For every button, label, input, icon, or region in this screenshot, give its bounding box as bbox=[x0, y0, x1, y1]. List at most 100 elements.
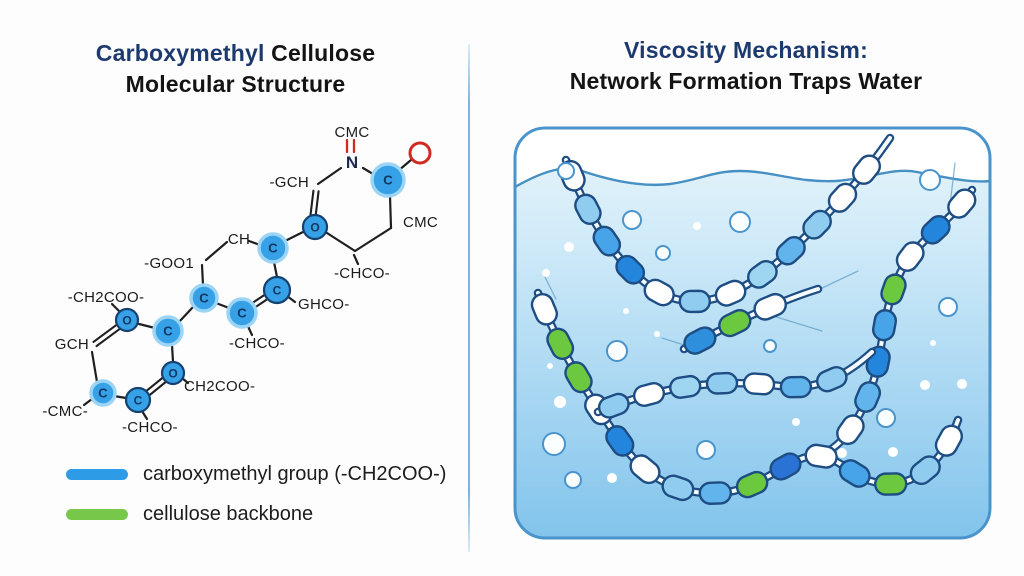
chain-capsule bbox=[683, 326, 717, 355]
atom-letter: C bbox=[268, 241, 278, 256]
chain-capsule-body bbox=[718, 308, 752, 338]
chain-capsule-body bbox=[530, 292, 559, 326]
bond-line bbox=[137, 322, 157, 330]
water-bubble bbox=[763, 339, 777, 353]
water-droplet bbox=[607, 473, 617, 483]
formula-label: -CHCO- bbox=[229, 335, 285, 352]
bond-line bbox=[110, 302, 122, 314]
atom-circle bbox=[124, 386, 152, 414]
formula-label: -GCH bbox=[269, 174, 309, 191]
formula-label: -CHCO- bbox=[334, 265, 390, 282]
oxygen-red-atom bbox=[408, 141, 432, 165]
chain-capsule-body bbox=[661, 474, 695, 502]
water-droplet bbox=[654, 331, 660, 337]
chain-capsule bbox=[854, 381, 882, 413]
left-title-rest: Cellulose bbox=[264, 40, 376, 66]
chain-capsule bbox=[705, 371, 739, 395]
water-droplet bbox=[920, 380, 930, 390]
formula-label: -CMC- bbox=[42, 403, 88, 420]
chain-capsule-body bbox=[880, 273, 907, 306]
chain-capsule-body bbox=[934, 424, 963, 457]
water-bubble bbox=[606, 340, 628, 362]
bond-line bbox=[361, 166, 375, 176]
double-bond-line bbox=[95, 328, 121, 348]
chain-capsule bbox=[678, 289, 711, 314]
right-panel-title: Viscosity Mechanism: Network Formation T… bbox=[472, 35, 1020, 97]
atom-letter: C bbox=[98, 386, 108, 401]
chain-capsule-body bbox=[895, 241, 925, 272]
water-droplet bbox=[792, 418, 800, 426]
water-bubble bbox=[655, 245, 671, 261]
chain-capsule-body bbox=[872, 309, 897, 342]
chain-capsule bbox=[753, 292, 787, 321]
legend-label: cellulose backbone bbox=[143, 503, 314, 525]
chain-capsule-body bbox=[779, 375, 813, 399]
atom-letter: C bbox=[134, 394, 143, 408]
water-current-hairline bbox=[542, 272, 557, 300]
bond-line bbox=[353, 226, 393, 253]
water-bubble bbox=[876, 408, 896, 428]
chain-capsule bbox=[880, 273, 907, 306]
atom-letter: C bbox=[383, 173, 393, 188]
bond-line bbox=[272, 260, 279, 279]
atom-letter: C bbox=[273, 284, 282, 298]
water-bubble bbox=[564, 471, 582, 489]
double-bond-line bbox=[309, 189, 315, 217]
bond-line bbox=[204, 240, 229, 262]
chain-capsule bbox=[779, 375, 813, 399]
formula-label: -CHCO- bbox=[122, 419, 178, 436]
chain-capsule-body bbox=[827, 182, 858, 213]
double-bond-line bbox=[254, 298, 269, 309]
chain-capsule-body bbox=[698, 481, 732, 505]
chain-capsule-body bbox=[564, 361, 593, 394]
chain-capsule-body bbox=[836, 414, 865, 446]
chain-capsule-body bbox=[838, 459, 871, 488]
chain-capsule bbox=[564, 361, 593, 394]
water-droplet bbox=[623, 308, 629, 314]
chain-capsule-body bbox=[854, 381, 882, 413]
atom-circle bbox=[189, 283, 219, 313]
left-title-line2: Molecular Structure bbox=[125, 71, 346, 97]
water-bubble bbox=[696, 440, 716, 460]
right-title-line1: Viscosity Mechanism: bbox=[624, 37, 868, 63]
chain-capsule bbox=[816, 366, 848, 393]
chain-capsule-body bbox=[742, 372, 776, 396]
chain-capsule bbox=[838, 459, 871, 488]
water-bubble bbox=[729, 211, 751, 233]
water-bubble bbox=[542, 432, 566, 456]
atom-circle bbox=[301, 213, 329, 241]
bond-line bbox=[285, 229, 307, 242]
chain-capsule bbox=[836, 414, 865, 446]
chain-capsule-body bbox=[605, 425, 635, 457]
chain-capsule bbox=[615, 254, 646, 285]
chain-capsule-body bbox=[747, 260, 778, 289]
atom-circle bbox=[262, 275, 292, 305]
water-current-hairline bbox=[661, 337, 685, 346]
chain-capsule-body bbox=[735, 470, 769, 499]
bond-line bbox=[214, 301, 231, 310]
bond-line bbox=[325, 231, 357, 253]
chain-capsule bbox=[669, 374, 702, 399]
water-droplet bbox=[930, 340, 936, 346]
atom-letter: C bbox=[199, 291, 209, 306]
water-bubble bbox=[938, 297, 958, 317]
chain-capsule-body bbox=[769, 452, 802, 481]
atom-circle bbox=[114, 307, 140, 333]
atom-circle bbox=[152, 315, 184, 347]
water-bubble bbox=[557, 162, 575, 180]
chain-capsule-body bbox=[753, 292, 787, 321]
atom-letter: O bbox=[168, 367, 177, 381]
water-droplet bbox=[957, 379, 967, 389]
formula-label: -CH2COO- bbox=[68, 289, 145, 306]
chain-capsule bbox=[775, 235, 806, 266]
water-droplet bbox=[888, 447, 898, 457]
formula-label: -GOO1 bbox=[144, 255, 194, 272]
water-droplet bbox=[554, 396, 566, 408]
chain-capsule-body bbox=[683, 326, 717, 355]
double-bond-line bbox=[92, 323, 118, 343]
chain-capsule-body bbox=[851, 154, 882, 185]
chain-capsule bbox=[934, 424, 963, 457]
chain-capsule-body bbox=[643, 278, 675, 307]
bond-line bbox=[170, 343, 175, 364]
chain-capsule bbox=[714, 279, 747, 307]
